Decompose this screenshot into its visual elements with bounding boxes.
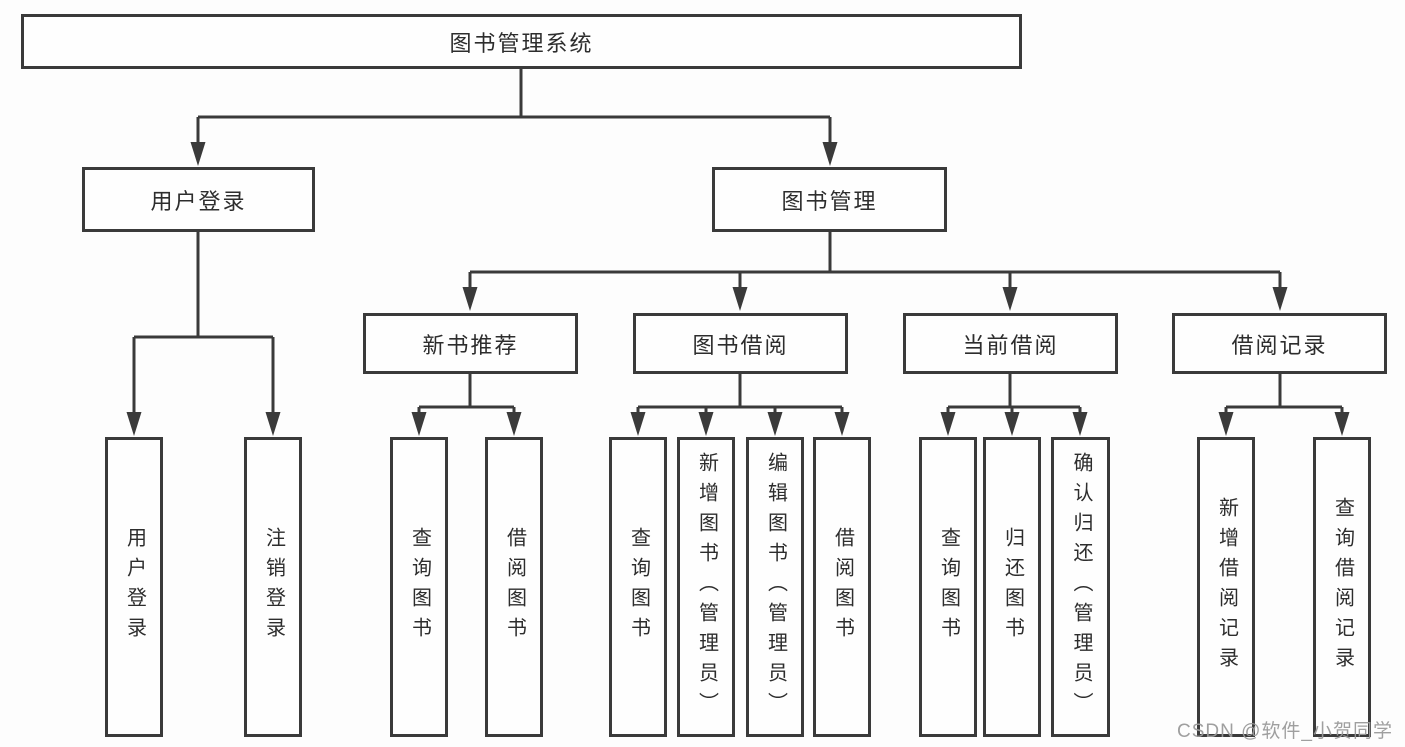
leaf-current-confirm-return-admin-label: 确认归还（管理员）: [1070, 452, 1092, 722]
leaf-borrowing-edit-book-admin: 编辑图书（管理员）: [746, 437, 804, 737]
leaf-recommend-query-book-label: 查询图书: [408, 527, 431, 647]
leaf-borrowing-query-book-label: 查询图书: [627, 527, 650, 647]
node-new-book-recommend-label: 新书推荐: [422, 332, 519, 358]
leaf-borrowing-query-book: 查询图书: [609, 437, 667, 737]
node-borrowing-records-label: 借阅记录: [1231, 332, 1328, 358]
leaf-recommend-query-book: 查询图书: [390, 437, 448, 737]
leaf-user-login-label: 用户登录: [123, 527, 146, 647]
node-root: 图书管理系统: [21, 14, 1022, 69]
node-book-management: 图书管理: [712, 167, 947, 232]
node-new-book-recommend: 新书推荐: [363, 313, 578, 374]
leaf-borrowing-edit-book-admin-label: 编辑图书（管理员）: [764, 452, 787, 722]
leaf-records-add-record-label: 新增借阅记录: [1215, 497, 1238, 677]
node-current-borrowing: 当前借阅: [903, 313, 1118, 374]
leaf-records-query-record: 查询借阅记录: [1313, 437, 1371, 737]
leaf-borrowing-borrow-book-label: 借阅图书: [831, 527, 854, 647]
node-borrowing-records: 借阅记录: [1172, 313, 1387, 374]
node-book-management-label: 图书管理: [781, 188, 878, 214]
node-user-login-label: 用户登录: [150, 188, 247, 214]
leaf-current-query-book: 查询图书: [919, 437, 977, 737]
leaf-logout: 注销登录: [244, 437, 302, 737]
arrowheads: [126, 142, 1350, 436]
leaf-current-confirm-return-admin: 确认归还（管理员）: [1051, 437, 1110, 737]
leaf-current-return-book: 归还图书: [983, 437, 1041, 737]
leaf-records-add-record: 新增借阅记录: [1197, 437, 1255, 737]
node-book-borrowing: 图书借阅: [633, 313, 848, 374]
leaf-user-login: 用户登录: [105, 437, 163, 737]
leaf-borrowing-add-book-admin-label: 新增图书（管理员）: [695, 452, 718, 722]
node-user-login: 用户登录: [82, 167, 315, 232]
node-book-borrowing-label: 图书借阅: [692, 332, 789, 358]
leaf-logout-label: 注销登录: [262, 527, 285, 647]
leaf-recommend-borrow-book-label: 借阅图书: [503, 527, 526, 647]
leaf-recommend-borrow-book: 借阅图书: [485, 437, 543, 737]
leaf-borrowing-borrow-book: 借阅图书: [813, 437, 871, 737]
leaf-records-query-record-label: 查询借阅记录: [1331, 497, 1354, 677]
leaf-borrowing-add-book-admin: 新增图书（管理员）: [677, 437, 735, 737]
node-current-borrowing-label: 当前借阅: [962, 332, 1059, 358]
leaf-current-query-book-label: 查询图书: [937, 527, 960, 647]
csdn-watermark: CSDN @软件_小贺同学: [1177, 721, 1393, 742]
leaf-current-return-book-label: 归还图书: [1001, 527, 1024, 647]
node-root-label: 图书管理系统: [449, 30, 594, 56]
